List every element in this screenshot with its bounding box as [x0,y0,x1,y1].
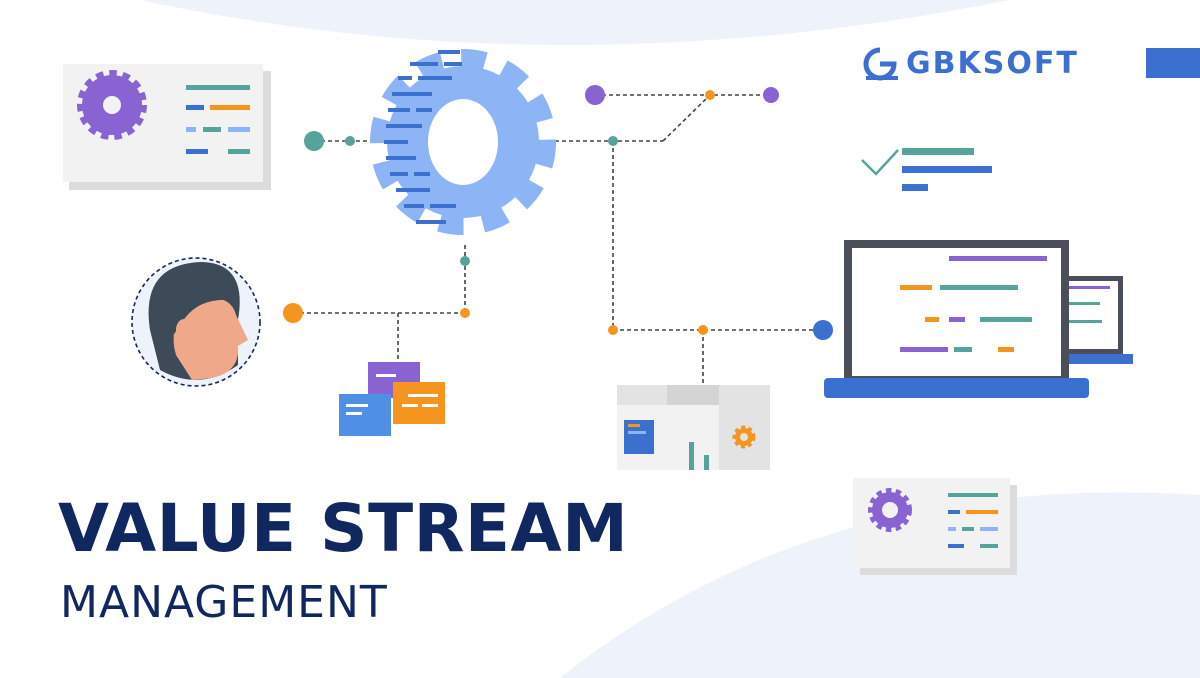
gear-icon [77,70,147,140]
background-blob-bottom [560,492,1200,678]
logo-accent-bar [1146,48,1200,78]
logo-mark-icon [863,47,898,81]
page-subtitle: MANAGEMENT [60,577,388,628]
background-blob-top [140,0,1010,45]
brand-logo: GBKSOFT [860,46,1079,82]
settings-card-top-left [63,64,271,190]
page-title: VALUE STREAM [58,490,629,567]
brand-name: GBKSOFT [906,46,1079,81]
dashboard-icon [617,385,770,470]
notes-icon [339,362,445,436]
central-gear-icon [370,49,556,235]
connector-dots [283,85,833,340]
checkmark-icon [861,148,992,191]
laptop-icon [824,240,1133,398]
settings-card-bottom-right [853,478,1017,575]
avatar-icon [131,257,261,387]
